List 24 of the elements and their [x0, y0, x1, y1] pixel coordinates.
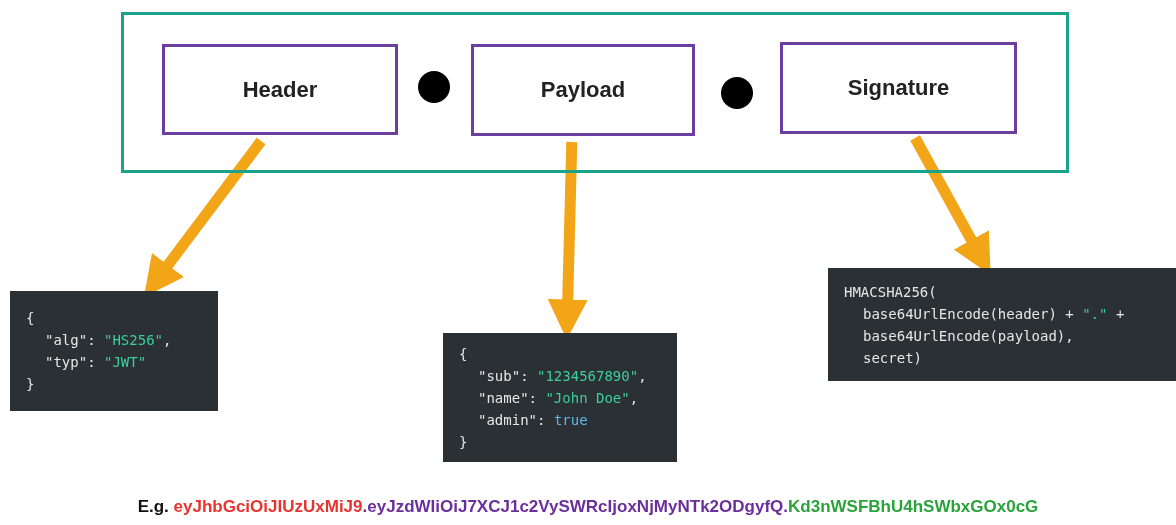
code-line: {: [459, 344, 469, 364]
token-frame: [121, 12, 1069, 173]
code-line: }: [459, 432, 469, 452]
code-block: [828, 268, 1176, 381]
section-box: [780, 42, 1017, 134]
section-title: Payload: [540, 77, 626, 103]
code-block: [10, 291, 218, 411]
code-line: }: [26, 375, 36, 394]
code-line: {: [26, 309, 36, 328]
code-line: secret): [862, 348, 923, 368]
code-line: "sub": "1234567890",: [477, 366, 648, 386]
code-line: "name": "John Doe",: [477, 388, 640, 408]
section-title: Signature: [847, 75, 950, 101]
code-line: "admin": true: [477, 410, 589, 430]
section-box: [471, 44, 695, 136]
code-line: base64UrlEncode(payload),: [862, 326, 1075, 346]
section-box: [162, 44, 398, 135]
example-token: E.g. eyJhbGciOiJIUzUxMiJ9.eyJzdWIiOiJ7XCJ1c2VySWRcIjoxNjMyNTk2ODgyfQ.Kd3nWSFBhU4hSWbxGOx0cG: [137, 497, 1039, 516]
code-line: "alg": "HS256",: [44, 331, 173, 350]
code-line: "typ": "JWT": [44, 353, 148, 372]
code-block: [443, 333, 677, 462]
code-line: base64UrlEncode(header) + "." +: [862, 304, 1126, 324]
section-title: Header: [242, 76, 318, 103]
code-line: HMACSHA256(: [844, 282, 938, 302]
